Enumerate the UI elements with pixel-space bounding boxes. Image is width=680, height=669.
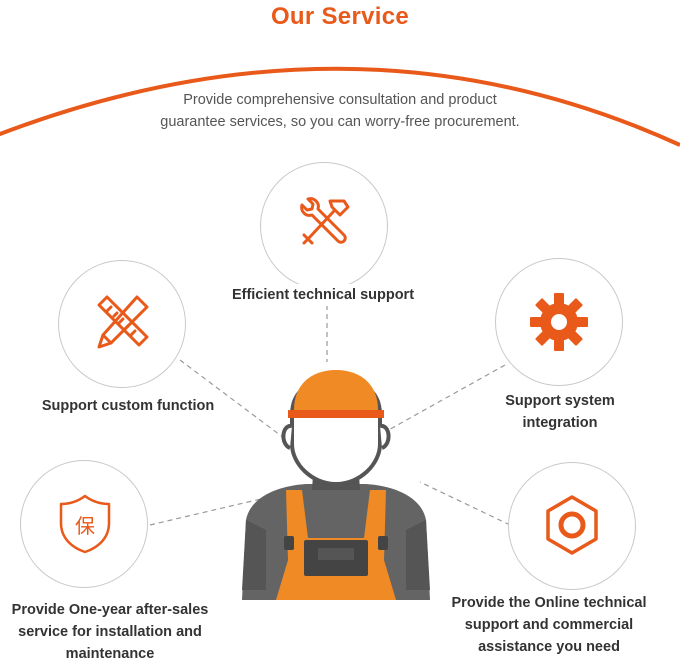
connector-bottom-left: [149, 497, 266, 526]
service-circle-after-sales: 保: [20, 460, 148, 588]
gear-icon: [530, 293, 588, 351]
worker-illustration: [242, 370, 430, 600]
service-label-technical-support: Efficient technical support: [200, 284, 446, 306]
connector-bottom-right: [419, 481, 511, 526]
subtitle-line-2: guarantee services, so you can worry-fre…: [160, 114, 520, 130]
service-circle-system-integration: [495, 258, 623, 386]
service-circle-online-support: [508, 462, 636, 590]
connector-right: [384, 364, 506, 433]
shield-guarantee-icon: 保: [59, 494, 111, 554]
subtitle-line-1: Provide comprehensive consultation and p…: [183, 92, 497, 108]
service-label-online-support: Provide the Online technical support and…: [432, 592, 666, 658]
connector-left: [179, 359, 301, 451]
shield-text: 保: [75, 514, 95, 538]
page-subtitle: Provide comprehensive consultation and p…: [90, 89, 590, 133]
ruler-pencil-icon: [97, 295, 149, 349]
hex-nut-icon: [546, 495, 598, 555]
service-circle-technical-support: [260, 162, 388, 290]
service-label-after-sales: Provide One-year after-sales service for…: [0, 599, 220, 665]
service-label-system-integration: Support system integration: [490, 390, 630, 434]
wrench-hammer-icon: [300, 197, 350, 245]
service-circle-custom-function: [58, 260, 186, 388]
service-label-custom-function: Support custom function: [30, 395, 226, 417]
page-title: Our Service: [270, 3, 410, 30]
